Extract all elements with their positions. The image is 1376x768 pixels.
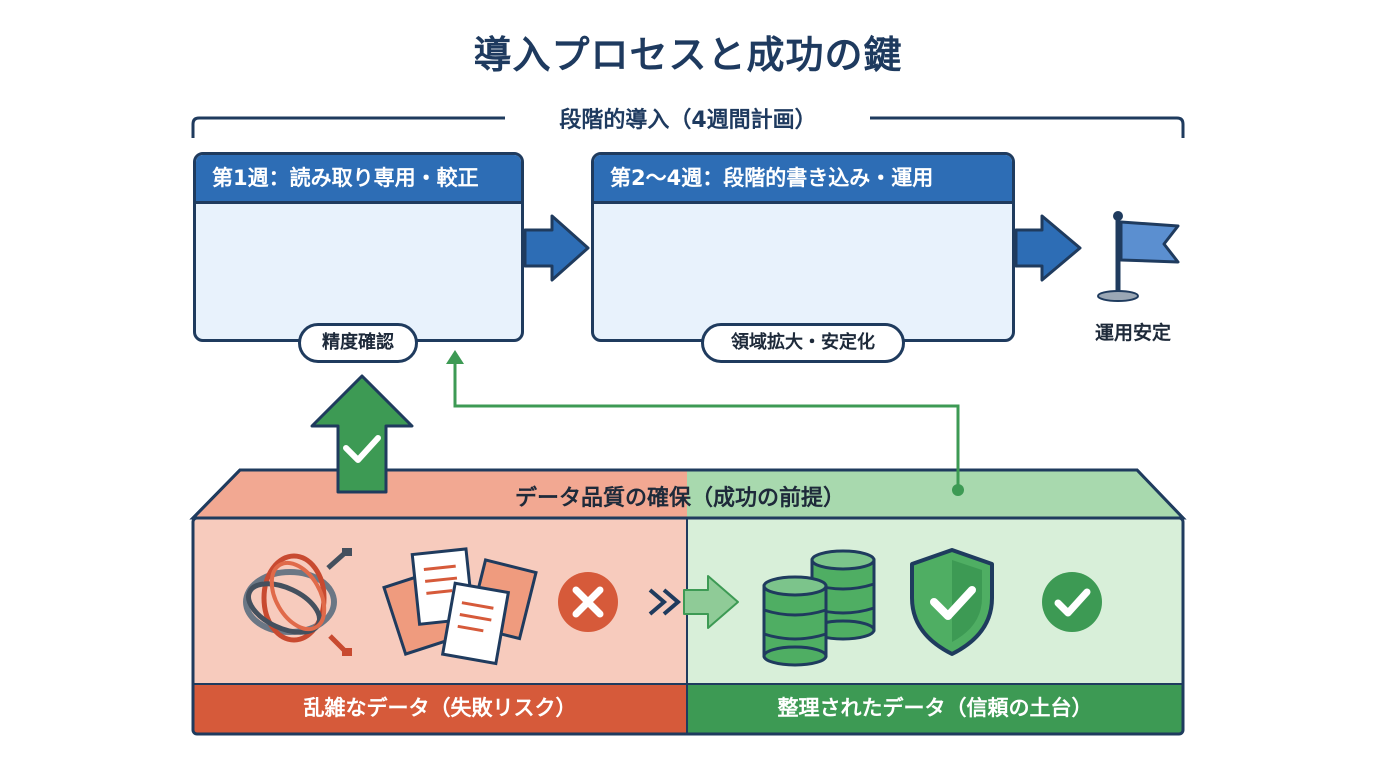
stage-week2-4-header: 第2〜4週：段階的書き込み・運用 (594, 155, 1012, 204)
flow-arrow-2 (1014, 214, 1082, 282)
flag-icon (1097, 211, 1180, 302)
goal-label: 運用安定 (1094, 322, 1171, 344)
check-icon (1042, 572, 1102, 632)
accuracy-check-pill: 精度確認 (298, 323, 418, 363)
shield-check-icon (910, 548, 994, 656)
scattered-documents-icon (382, 547, 538, 666)
feedback-line (446, 350, 964, 496)
cross-icon (558, 572, 618, 632)
support-arrow (310, 374, 414, 494)
stage-week1-header: 第1週：読み取り専用・較正 (196, 155, 521, 204)
stage-week2-4-box: 第2〜4週：段階的書き込み・運用 (591, 152, 1015, 342)
phase-bracket (191, 116, 1185, 138)
tangled-cables-icon (243, 548, 352, 656)
quality-label: データ品質の確保（成功の前提） (514, 486, 845, 511)
transition-arrow (648, 575, 739, 629)
phase-label: 段階的導入（4週間計画） (559, 108, 817, 133)
flow-arrow-1 (523, 214, 590, 282)
page-title: 導入プロセスと成功の鍵 (473, 33, 903, 77)
expansion-stabilization-pill: 領域拡大・安定化 (701, 323, 905, 363)
bad-data-label: 乱雑なデータ（失敗リスク） (303, 696, 577, 720)
stage-week1-box: 第1週：読み取り専用・較正 (193, 152, 524, 342)
good-data-label: 整理されたデータ（信頼の土台） (777, 696, 1093, 720)
database-icon (762, 549, 876, 667)
